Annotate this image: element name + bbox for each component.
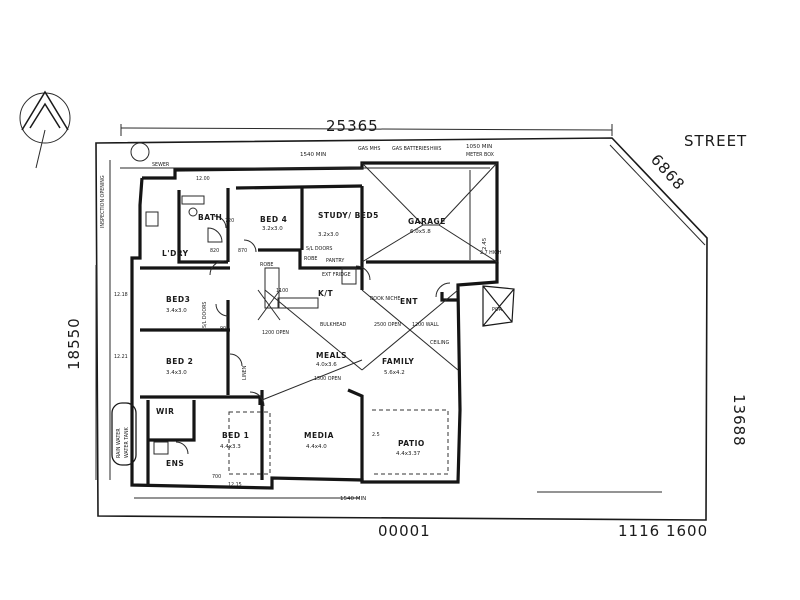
media-label: MEDIA xyxy=(304,431,334,440)
meals-label: MEALS xyxy=(316,351,347,360)
hws-label: HWS xyxy=(430,146,441,152)
height-label: 2.7 HIGH xyxy=(480,250,502,256)
linen-label: LINEN xyxy=(242,365,248,380)
porch-label: POR xyxy=(492,307,503,313)
bottom-setback: 1540 MIN xyxy=(340,496,366,502)
garage-roof-lines xyxy=(361,162,498,263)
kitchen-benches xyxy=(257,267,357,321)
side-setback: 2.45 xyxy=(482,237,488,250)
garage-label: GARAGE xyxy=(408,217,446,226)
door-870-label: 870 xyxy=(238,248,247,254)
water-tank xyxy=(111,402,137,466)
house-walls xyxy=(130,161,499,490)
laundry-label: L'DRY xyxy=(162,249,189,258)
wir-label: WIR xyxy=(156,407,174,416)
door-swings xyxy=(175,215,451,455)
sliding-doors-label: S/L DOORS xyxy=(306,246,332,252)
meter-box-label: METER BOX xyxy=(466,152,495,158)
sliding-doors-label-2: S/L DOORS xyxy=(202,302,208,328)
front-setback: 1050 MIN xyxy=(466,144,492,150)
dim-2-5-label: 2.5 xyxy=(372,432,380,438)
bed3-size: 3.4x3.0 xyxy=(166,308,187,314)
entry-label: ENT xyxy=(400,297,418,306)
bath-label: BATH xyxy=(198,213,222,222)
patio-label: PATIO xyxy=(398,439,425,448)
site-boundary xyxy=(95,137,708,521)
top-boundary-dimension: 25365 xyxy=(326,117,379,135)
study-label: STUDY/ BED5 xyxy=(318,211,379,220)
water-tank-label: WATER TANK xyxy=(124,426,130,458)
bed2-size: 3.4x3.0 xyxy=(166,370,187,376)
dimension-lines xyxy=(95,144,706,499)
ext-fridge-label: EXT FRIDGE xyxy=(322,272,351,278)
bed3-label: BED3 xyxy=(166,295,190,304)
bed4-label: BED 4 xyxy=(260,215,287,224)
bed1-label: BED 1 xyxy=(222,431,249,440)
dim-1200-label: 12.00 xyxy=(196,176,210,182)
sewer-label: SEWER xyxy=(152,162,170,168)
opening-2500-label: 2500 OPEN xyxy=(374,322,401,328)
dim-1215-label: 12.15 xyxy=(228,482,242,488)
media-size: 4.4x4.0 xyxy=(306,444,327,450)
corner-boundary-dimension: 6868 xyxy=(647,151,689,194)
bath-fixtures xyxy=(145,195,205,455)
opening-1500-label: 1500 OPEN xyxy=(314,376,341,382)
left-boundary-dimension: 18550 xyxy=(65,317,83,370)
kitchen-label: K/T xyxy=(318,289,334,298)
dim-12-21-label: 12.21 xyxy=(114,354,128,360)
street-label: STREET xyxy=(684,132,747,150)
door-720-label: 720 xyxy=(225,218,234,224)
opening-1200-label: 1200 OPEN xyxy=(262,330,289,336)
study-size: 3.2x3.0 xyxy=(318,232,339,238)
bottom-right-dimension: 1116 1600 xyxy=(618,522,708,540)
dim-1100-label: 1100 xyxy=(276,288,288,294)
wall-1200-label: 1200 WALL xyxy=(412,322,439,328)
gas-label: GAS MHS xyxy=(358,146,380,152)
dim-700-label: 700 xyxy=(212,474,221,480)
top-setback: 1540 MIN xyxy=(300,152,326,158)
pantry-label: PANTRY xyxy=(326,258,344,264)
door-820-label: 820 xyxy=(210,248,219,254)
bulkhead-label: BULKHEAD xyxy=(320,322,347,328)
bottom-boundary-dimension: 00001 xyxy=(378,522,431,540)
inspection-opening-label: INSPECTION OPENING xyxy=(100,175,106,228)
rain-tank-label: RAIN WATER xyxy=(116,428,122,458)
dim-12-18-label: 12.18 xyxy=(114,292,128,298)
robe-label-2: ROBE xyxy=(304,256,317,262)
bed1-size: 4.4x3.3 xyxy=(220,444,241,450)
interior-walls xyxy=(140,184,364,484)
bed2-label: BED 2 xyxy=(166,357,193,366)
family-label: FAMILY xyxy=(382,357,414,366)
family-size: 5.6x4.2 xyxy=(384,370,405,376)
robe-label: ROBE xyxy=(260,262,273,268)
book-niche-label: BOOK NICHE xyxy=(370,296,400,302)
ensuite-label: ENS xyxy=(166,459,184,468)
north-arrow-icon xyxy=(19,90,71,169)
patio-area xyxy=(372,409,449,475)
garage-size: 6.0x5.8 xyxy=(410,229,431,235)
sewer-icon xyxy=(130,142,150,162)
gas-batteries-label: GAS BATTERIES xyxy=(392,146,429,152)
dim-900-label: 900 xyxy=(220,326,229,332)
ceiling-label: CEILING xyxy=(430,340,449,346)
meals-size: 4.0x3.6 xyxy=(316,362,337,368)
right-boundary-dimension: 13688 xyxy=(730,394,748,447)
porch xyxy=(482,285,515,327)
patio-size: 4.4x3.37 xyxy=(396,451,421,457)
ceiling-lines xyxy=(261,289,459,401)
bed4-size: 3.2x3.0 xyxy=(262,226,283,232)
